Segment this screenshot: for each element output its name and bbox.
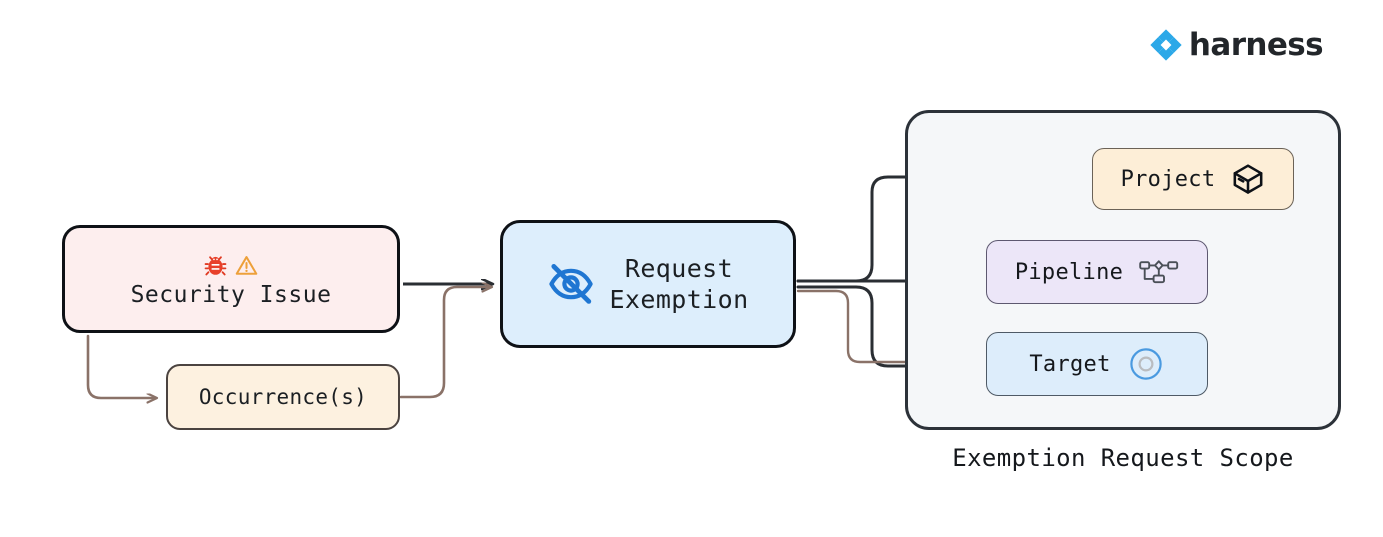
pipeline-nodes-icon — [1139, 257, 1179, 287]
cube-box-icon — [1231, 162, 1265, 196]
security-issue-icons — [204, 250, 258, 280]
node-target[interactable]: Target — [986, 332, 1208, 396]
pipeline-label: Pipeline — [1014, 259, 1124, 285]
edge-occurrences-to-request-exemption — [399, 287, 491, 399]
harness-logo: harness — [1149, 26, 1324, 63]
project-label: Project — [1120, 166, 1216, 192]
scope-caption: Exemption Request Scope — [952, 444, 1294, 472]
warning-triangle-icon — [235, 254, 258, 277]
security-issue-label: Security Issue — [130, 282, 332, 308]
edge-security-issue-to-occurrences — [86, 334, 156, 398]
eye-off-icon — [547, 260, 595, 308]
harness-diamond-logo-icon — [1150, 29, 1182, 61]
node-security-issue[interactable]: Security Issue — [62, 225, 400, 333]
target-circle-icon — [1127, 345, 1165, 383]
node-occurrences[interactable]: Occurrence(s) — [166, 364, 400, 430]
request-exemption-label: Request Exemption — [609, 253, 749, 314]
node-pipeline[interactable]: Pipeline — [986, 240, 1208, 304]
harness-wordmark: harness — [1188, 26, 1324, 63]
node-request-exemption[interactable]: Request Exemption — [500, 220, 796, 348]
node-project[interactable]: Project — [1092, 148, 1294, 210]
bug-icon — [204, 254, 227, 277]
occurrences-label: Occurrence(s) — [198, 385, 368, 409]
target-label: Target — [1029, 351, 1111, 377]
